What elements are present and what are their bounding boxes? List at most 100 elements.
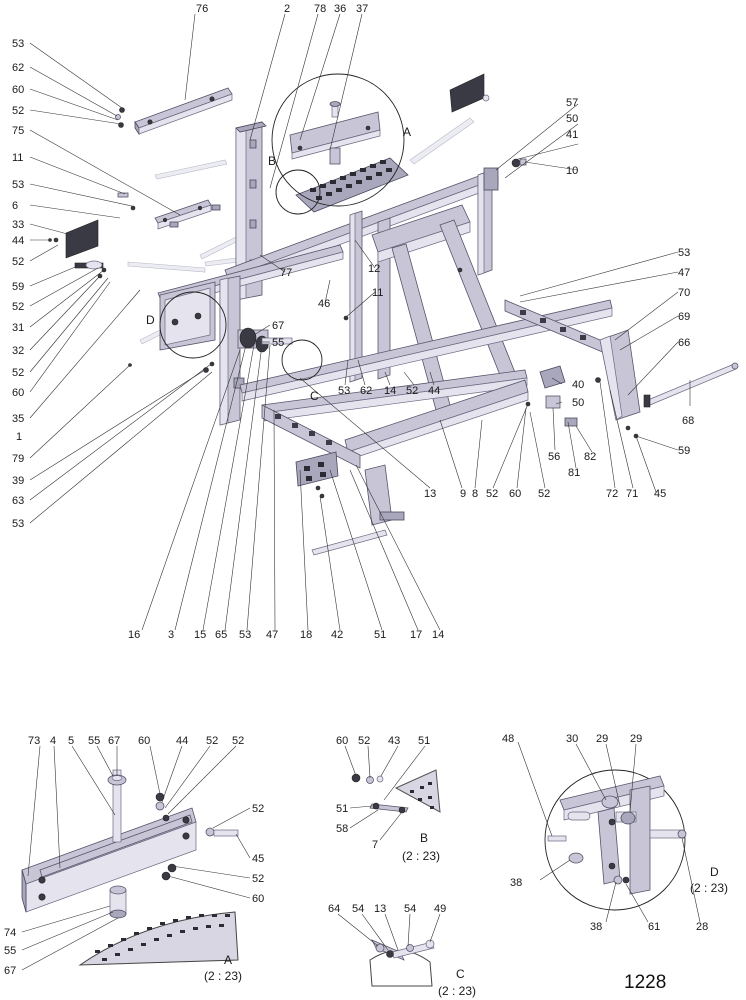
label: 48: [502, 733, 514, 745]
part-33-plate: [65, 219, 99, 259]
label: 60: [12, 84, 24, 96]
label: 37: [356, 3, 368, 15]
label: 31: [12, 322, 24, 334]
label: 52: [252, 873, 264, 885]
label: 14: [384, 385, 396, 397]
label: 64: [328, 903, 340, 915]
view-letter-b: B: [268, 154, 276, 168]
label: 56: [548, 451, 560, 463]
lower-frame: [239, 299, 641, 526]
label: 47: [266, 629, 278, 641]
view-letter-c: C: [310, 389, 319, 403]
part-18-plate: [295, 451, 339, 487]
label: 13: [374, 903, 386, 915]
detail-b-title: B: [420, 831, 428, 845]
part-40-bracket: [539, 365, 566, 389]
label: 52: [12, 301, 24, 313]
label: 51: [336, 803, 348, 815]
label: 9: [460, 488, 466, 500]
label: 53: [338, 385, 350, 397]
label: 67: [4, 965, 16, 977]
label: 50: [566, 113, 578, 125]
label: 33: [12, 219, 24, 231]
label: 67: [108, 735, 120, 747]
label: 14: [432, 629, 444, 641]
label: 72: [606, 488, 618, 500]
view-letter-a: A: [403, 125, 411, 139]
label: 44: [176, 735, 188, 747]
label: 67: [272, 320, 284, 332]
small-hardware-right: [525, 377, 639, 439]
label: 44: [428, 385, 440, 397]
part-10: [511, 158, 527, 168]
label: 53: [678, 247, 690, 259]
label: 52: [206, 735, 218, 747]
detail-a-scale: (2 : 23): [204, 969, 242, 983]
label: 32: [12, 345, 24, 357]
detail-c-title: C: [456, 967, 465, 981]
label: 70: [678, 287, 690, 299]
label: 59: [678, 445, 690, 457]
label: 51: [418, 735, 430, 747]
label: 77: [280, 267, 292, 279]
label: 38: [590, 921, 602, 933]
label: 1: [16, 431, 22, 443]
detail-d-scale: (2 : 23): [690, 881, 728, 895]
label: 13: [424, 488, 436, 500]
main-leader-lines: [29, 13, 691, 631]
label: 42: [331, 629, 343, 641]
label: 62: [12, 62, 24, 74]
view-letter-d: D: [146, 313, 155, 327]
label: 10: [566, 165, 578, 177]
detail-circle-d: [159, 291, 227, 359]
label: 53: [12, 518, 24, 530]
label: 51: [374, 629, 386, 641]
label: 74: [4, 927, 16, 939]
label: 52: [486, 488, 498, 500]
label: 65: [215, 629, 227, 641]
label: 43: [388, 735, 400, 747]
label: 46: [318, 298, 330, 310]
label: 12: [368, 263, 380, 275]
label: 29: [630, 733, 642, 745]
label: 44: [12, 235, 24, 247]
label: 7: [372, 839, 378, 851]
label: 28: [696, 921, 708, 933]
label: 30: [566, 733, 578, 745]
label: 50: [572, 397, 584, 409]
label: 17: [410, 629, 422, 641]
label: 55: [4, 945, 16, 957]
label: 52: [358, 735, 370, 747]
label: 60: [138, 735, 150, 747]
label: 58: [336, 823, 348, 835]
label: 49: [434, 903, 446, 915]
part-2-upright: [235, 121, 267, 301]
label: 47: [678, 267, 690, 279]
part-68-rod: [643, 362, 739, 408]
label: 52: [12, 367, 24, 379]
label: 52: [406, 385, 418, 397]
label: 68: [682, 415, 694, 427]
part-51-rod: [311, 529, 388, 556]
label: 69: [678, 311, 690, 323]
detail-a-view: 73 4 5 55 67 60 44 52 52 52 45 52 60 74 …: [4, 735, 264, 983]
main-labels: 76 2 78 36 37 53 62 60 52 75 11 53 6 33 …: [12, 3, 694, 641]
part-76-bar: [134, 87, 233, 136]
label: 40: [572, 379, 584, 391]
detail-circle-b: [275, 169, 321, 215]
main-assembly-view: 76 2 78 36 37 53 62 60 52 75 11 53 6 33 …: [12, 3, 739, 641]
bolts-left: [48, 192, 136, 279]
detail-b-scale: (2 : 23): [402, 849, 440, 863]
label: 63: [12, 495, 24, 507]
label: 53: [12, 179, 24, 191]
label: 11: [12, 152, 23, 164]
label: 8: [472, 488, 478, 500]
label: 55: [88, 735, 100, 747]
part-75-bar: [154, 199, 221, 230]
label: 5: [68, 735, 74, 747]
label: 29: [596, 733, 608, 745]
label: 60: [509, 488, 521, 500]
label: 60: [336, 735, 348, 747]
